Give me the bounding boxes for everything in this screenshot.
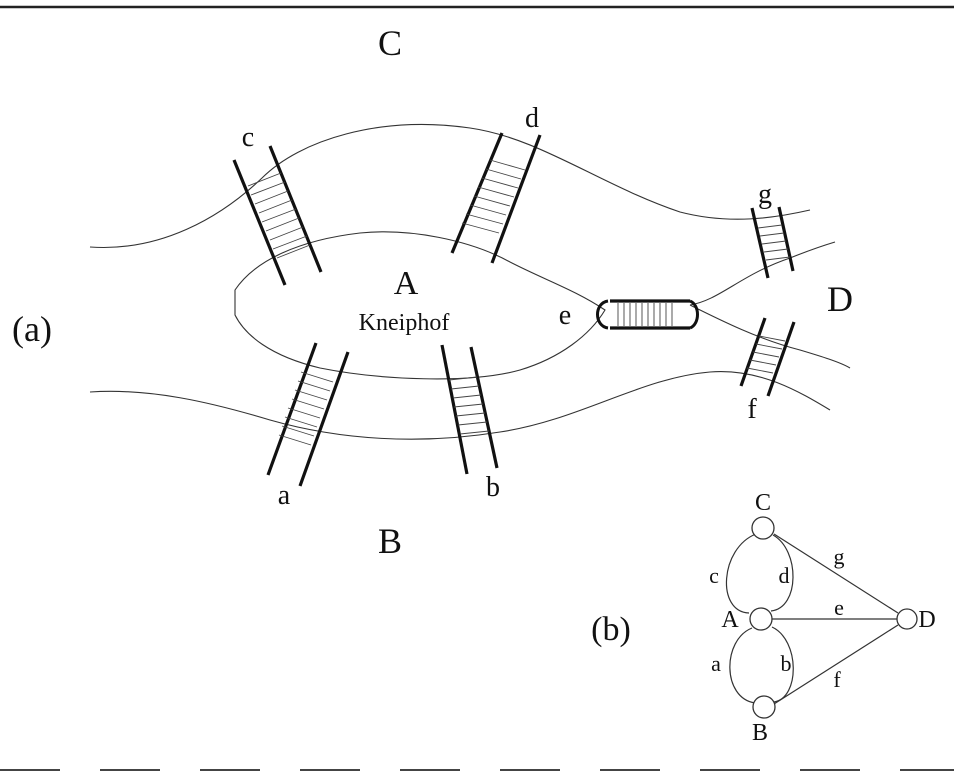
bridge-f: f <box>739 317 796 425</box>
north-island-shore <box>89 371 831 440</box>
bridge-d: d <box>450 103 542 264</box>
edge-a <box>729 627 756 704</box>
edge-c <box>726 533 757 614</box>
bridge-d-label: d <box>525 103 539 134</box>
region-b-label: B <box>378 521 402 561</box>
map-panel: c d <box>12 23 853 561</box>
node-c <box>751 516 775 540</box>
edge-e-label: e <box>834 595 844 620</box>
edge-f-label: f <box>833 667 841 692</box>
bridge-c-label: c <box>242 122 254 153</box>
east-branch-lower <box>689 304 851 369</box>
edge-d <box>770 534 794 612</box>
edge-f <box>773 624 899 705</box>
kneiphof-island <box>234 231 606 380</box>
north-shore <box>89 123 811 249</box>
region-d-label: D <box>827 279 853 319</box>
bridge-d-planks <box>461 159 526 234</box>
edge-c-label: c <box>709 563 719 588</box>
bridge-f-label: f <box>747 394 757 425</box>
bridge-a-planks <box>278 371 334 446</box>
east-branch-upper <box>689 241 836 306</box>
node-d-label: D <box>918 607 935 633</box>
node-b-label: B <box>752 720 768 746</box>
edge-g <box>773 533 899 614</box>
node-c-label: C <box>755 490 771 516</box>
node-d <box>896 608 918 630</box>
bridge-a-label: a <box>278 480 291 511</box>
bridge-b: b <box>440 344 500 503</box>
bridge-e-label: e <box>559 300 571 331</box>
bridge-e: e <box>559 299 699 331</box>
graph-panel: C A B D c d a b g e f (b) <box>591 490 936 746</box>
node-a-label: A <box>721 607 739 633</box>
panel-a-caption: (a) <box>12 309 52 349</box>
bridge-g-planks <box>757 224 791 261</box>
region-c-label: C <box>378 23 402 63</box>
bridge-f-planks <box>746 335 786 374</box>
node-a <box>749 607 773 631</box>
kneiphof-label: Kneiphof <box>359 310 450 336</box>
bridge-e-planks <box>617 303 673 326</box>
bridge-g-label: g <box>758 179 772 210</box>
bridge-c: c <box>232 122 323 286</box>
edge-a-label: a <box>711 651 721 676</box>
edge-d-label: d <box>779 563 790 588</box>
bridge-g: g <box>750 179 795 279</box>
bridge-a: a <box>266 342 350 511</box>
region-a-label: A <box>394 265 419 302</box>
bridge-b-label: b <box>486 472 500 503</box>
bridge-c-planks <box>247 172 311 259</box>
edge-g-label: g <box>834 544 845 569</box>
bridge-b-planks <box>448 376 490 435</box>
panel-b-caption: (b) <box>591 611 631 648</box>
edge-b-label: b <box>781 651 792 676</box>
node-b <box>752 695 776 719</box>
